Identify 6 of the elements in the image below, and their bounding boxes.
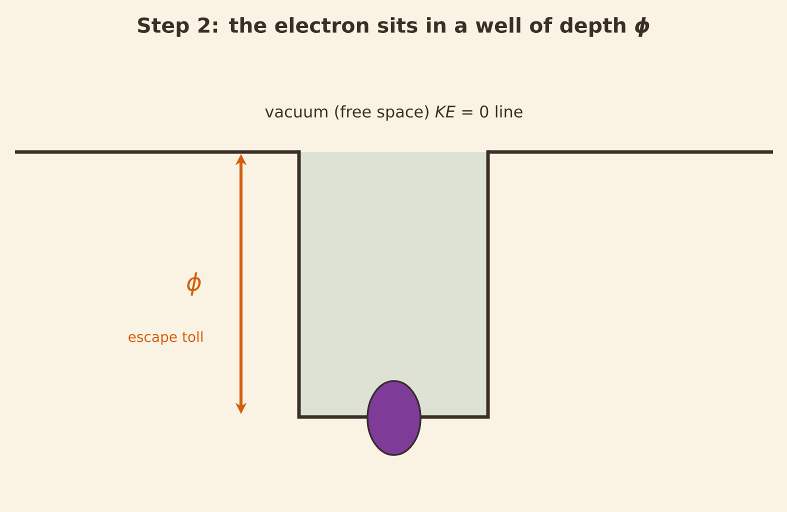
depth-symbol: ϕ: [187, 272, 201, 296]
title: Step 2: the electron sits in a well of depth ϕ: [138, 17, 650, 37]
electron: [366, 380, 422, 456]
vacuum-level-label: vacuum (free space) KE = 0 line: [265, 105, 522, 121]
potential-well: [297, 150, 490, 419]
escape-toll-label: escape toll: [128, 331, 202, 345]
